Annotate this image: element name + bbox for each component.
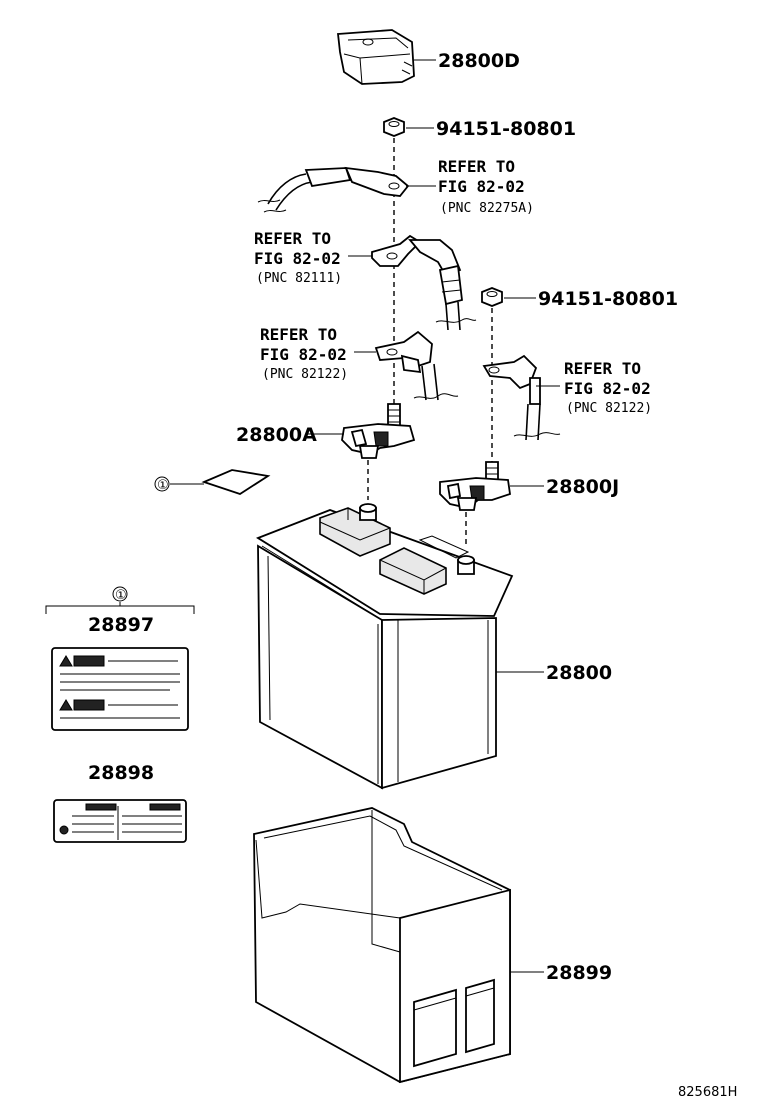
battery-28800[interactable]: [255, 503, 514, 790]
refer-pnc-4: (PNC 82122): [566, 401, 652, 416]
ground-cable-82275A[interactable]: [257, 166, 410, 213]
part-number-28800J: 28800J: [546, 476, 619, 498]
negative-terminal-28800J[interactable]: [439, 461, 511, 511]
positive-terminal-28800A[interactable]: [341, 403, 416, 459]
refer-pnc-1: (PNC 82275A): [440, 201, 534, 216]
part-number-28897: 28897: [88, 614, 154, 636]
refer-fig-1: FIG 82-02: [438, 177, 525, 196]
battery-label-sticker[interactable]: [201, 469, 271, 495]
refer-to-2: REFER TO: [254, 229, 331, 248]
part-number-nut-right: 94151-80801: [538, 288, 678, 310]
diagram-code: 825681H: [678, 1085, 737, 1100]
refer-pnc-2: (PNC 82111): [256, 271, 342, 286]
part-number-nut-top: 94151-80801: [436, 118, 576, 140]
refer-to-4: REFER TO: [564, 359, 641, 378]
battery-cable-82122-right[interactable]: [482, 354, 561, 441]
part-number-28898: 28898: [88, 762, 154, 784]
refer-to-3: REFER TO: [260, 325, 337, 344]
battery-terminal-cover[interactable]: [337, 29, 415, 85]
nut-top[interactable]: [383, 117, 405, 137]
battery-tray-28899[interactable]: [253, 807, 511, 1084]
caution-label-28898[interactable]: [53, 799, 187, 843]
warning-label-28897[interactable]: [51, 647, 189, 731]
part-number-28800A: 28800A: [236, 424, 317, 446]
refer-fig-2: FIG 82-02: [254, 249, 341, 268]
refer-fig-3: FIG 82-02: [260, 345, 347, 364]
battery-cable-82111[interactable]: [371, 234, 477, 331]
refer-pnc-3: (PNC 82122): [262, 367, 348, 382]
nut-right[interactable]: [481, 287, 503, 307]
part-number-28800: 28800: [546, 662, 612, 684]
refer-fig-4: FIG 82-02: [564, 379, 651, 398]
part-number-28800D: 28800D: [438, 50, 520, 72]
bracket-marker-1: ①: [115, 588, 127, 603]
battery-cable-82122-left[interactable]: [374, 330, 459, 401]
refer-to-1: REFER TO: [438, 157, 515, 176]
callout-marker-1: ①: [157, 478, 169, 493]
part-number-28899: 28899: [546, 962, 612, 984]
